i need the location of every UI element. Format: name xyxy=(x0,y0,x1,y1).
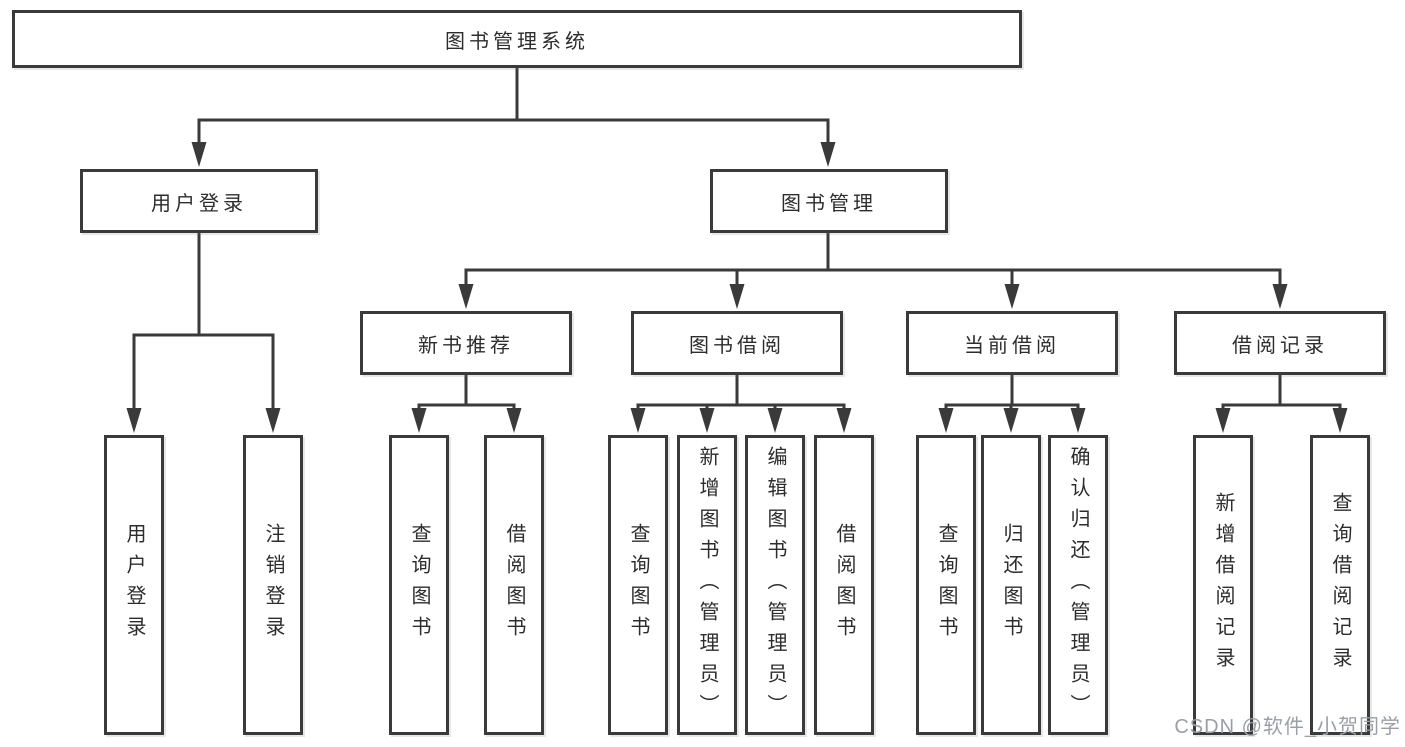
leaf-edit-book-admin: 编辑图书（管理员） xyxy=(745,435,805,735)
leaf-add-book-admin: 新增图书（管理员） xyxy=(677,435,737,735)
leaf-borrow-books-borrowing: 借阅图书 xyxy=(814,435,874,735)
node-user-login: 用户登录 xyxy=(80,169,318,233)
connector-borrowrecords-to-leaves xyxy=(1215,374,1348,433)
leaf-confirm-return-admin: 确认归还（管理员） xyxy=(1048,435,1108,735)
connector-userlogin-to-leaves xyxy=(126,232,281,433)
node-current-borrowing: 当前借阅 xyxy=(906,311,1118,375)
csdn-watermark: CSDN @软件_小贺同学 xyxy=(1174,716,1401,738)
node-library-management-system: 图书管理系统 xyxy=(12,10,1022,68)
leaf-logout: 注销登录 xyxy=(243,435,303,735)
leaf-query-books-current: 查询图书 xyxy=(916,435,976,735)
leaf-query-books-borrowing: 查询图书 xyxy=(608,435,668,735)
node-new-book-recommendation: 新书推荐 xyxy=(360,311,572,375)
node-book-management: 图书管理 xyxy=(710,169,948,233)
connector-newbookrec-to-leaves xyxy=(411,374,522,433)
connector-bookborrow-to-leaves xyxy=(630,374,852,433)
connector-root-to-level2 xyxy=(191,67,836,167)
leaf-return-book: 归还图书 xyxy=(981,435,1041,735)
leaf-query-borrow-record: 查询借阅记录 xyxy=(1310,435,1370,735)
leaf-borrow-books-recommendation: 借阅图书 xyxy=(484,435,544,735)
leaf-user-login: 用户登录 xyxy=(104,435,164,735)
leaf-query-books-recommendation: 查询图书 xyxy=(389,435,449,735)
connector-currentborrow-to-leaves xyxy=(938,374,1086,433)
connector-bookmgmt-to-level3 xyxy=(458,232,1288,309)
node-book-borrowing: 图书借阅 xyxy=(631,311,843,375)
leaf-add-borrow-record: 新增借阅记录 xyxy=(1193,435,1253,735)
node-borrowing-records: 借阅记录 xyxy=(1174,311,1386,375)
